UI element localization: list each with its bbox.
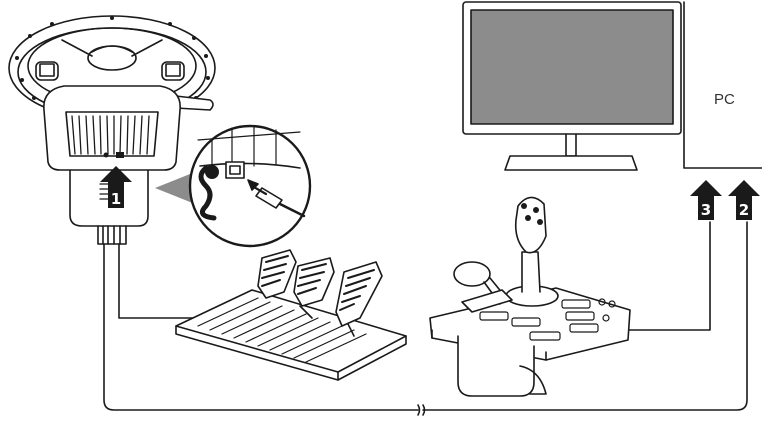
pc-label: PC xyxy=(714,91,735,108)
wheel-usb-port xyxy=(103,152,109,158)
step-arrow-3: 3 xyxy=(690,180,722,220)
wheel-pedal-port xyxy=(116,152,124,158)
monitor xyxy=(462,1,682,171)
step-number-3: 3 xyxy=(701,201,711,219)
pc-tower xyxy=(683,1,762,169)
steering-wheel-icon xyxy=(8,15,216,245)
cable-wheel-to-pc xyxy=(103,221,748,416)
cable-wheel-to-pedals xyxy=(118,243,206,319)
rj12-connector-icon xyxy=(155,124,312,248)
step-number-2: 2 xyxy=(739,201,749,219)
flight-throttle-icon xyxy=(429,196,631,397)
pedals-icon xyxy=(175,249,407,381)
cable-throttle-to-pc xyxy=(627,221,711,331)
step-arrow-1: 1 xyxy=(100,166,132,208)
monitor-screen xyxy=(470,9,674,125)
step-arrow-2: 2 xyxy=(728,180,760,220)
step-number-1: 1 xyxy=(111,190,121,208)
